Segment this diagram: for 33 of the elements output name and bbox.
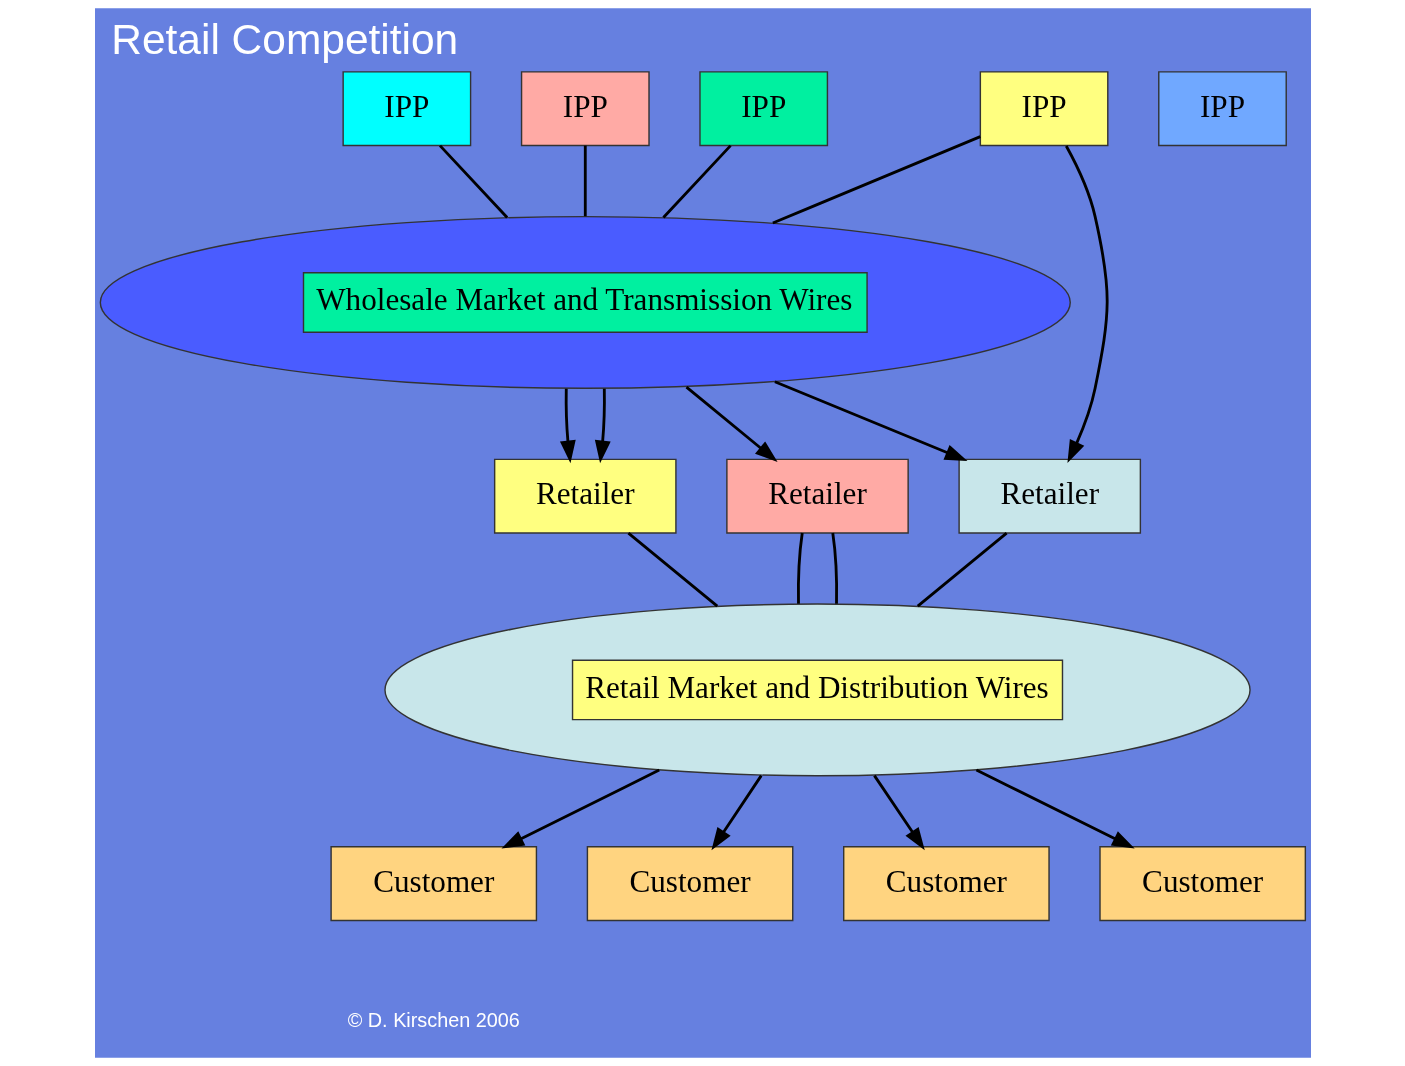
arrow: [685, 385, 778, 462]
node-box: Customer: [329, 846, 537, 922]
label: © D. Kirschen 2006: [347, 1008, 520, 1031]
arrow: [594, 388, 611, 464]
node-box: Customer: [1098, 846, 1306, 922]
node-box: IPP: [1157, 71, 1287, 147]
connector: [771, 135, 981, 225]
connector: [661, 144, 732, 219]
connector: [830, 532, 838, 604]
arrow: [975, 768, 1135, 849]
diagram-title: Retail Competition: [110, 15, 458, 63]
connector: [627, 531, 718, 608]
arrow: [773, 380, 967, 461]
node-box: Retailer: [725, 458, 909, 534]
node-box: Retailer: [957, 458, 1141, 534]
arrow: [710, 774, 762, 851]
connector: [796, 532, 804, 604]
node-box: Customer: [842, 846, 1050, 922]
arrow: [559, 388, 576, 464]
node-ellipse: Wholesale Market and Transmission Wires: [99, 215, 1071, 389]
arrow: [1064, 145, 1109, 463]
node-box: IPP: [341, 71, 471, 147]
connector: [583, 145, 587, 217]
node-box: IPP: [979, 71, 1108, 147]
arrow: [501, 768, 660, 849]
arrow: [872, 774, 925, 851]
node-box: IPP: [520, 71, 650, 147]
node-box: Retailer: [493, 458, 677, 534]
node-ellipse: Retail Market and Distribution Wires: [383, 603, 1251, 777]
connector: [438, 144, 508, 219]
connector: [916, 531, 1007, 608]
node-box: Customer: [586, 846, 793, 922]
node-box: IPP: [698, 71, 828, 147]
